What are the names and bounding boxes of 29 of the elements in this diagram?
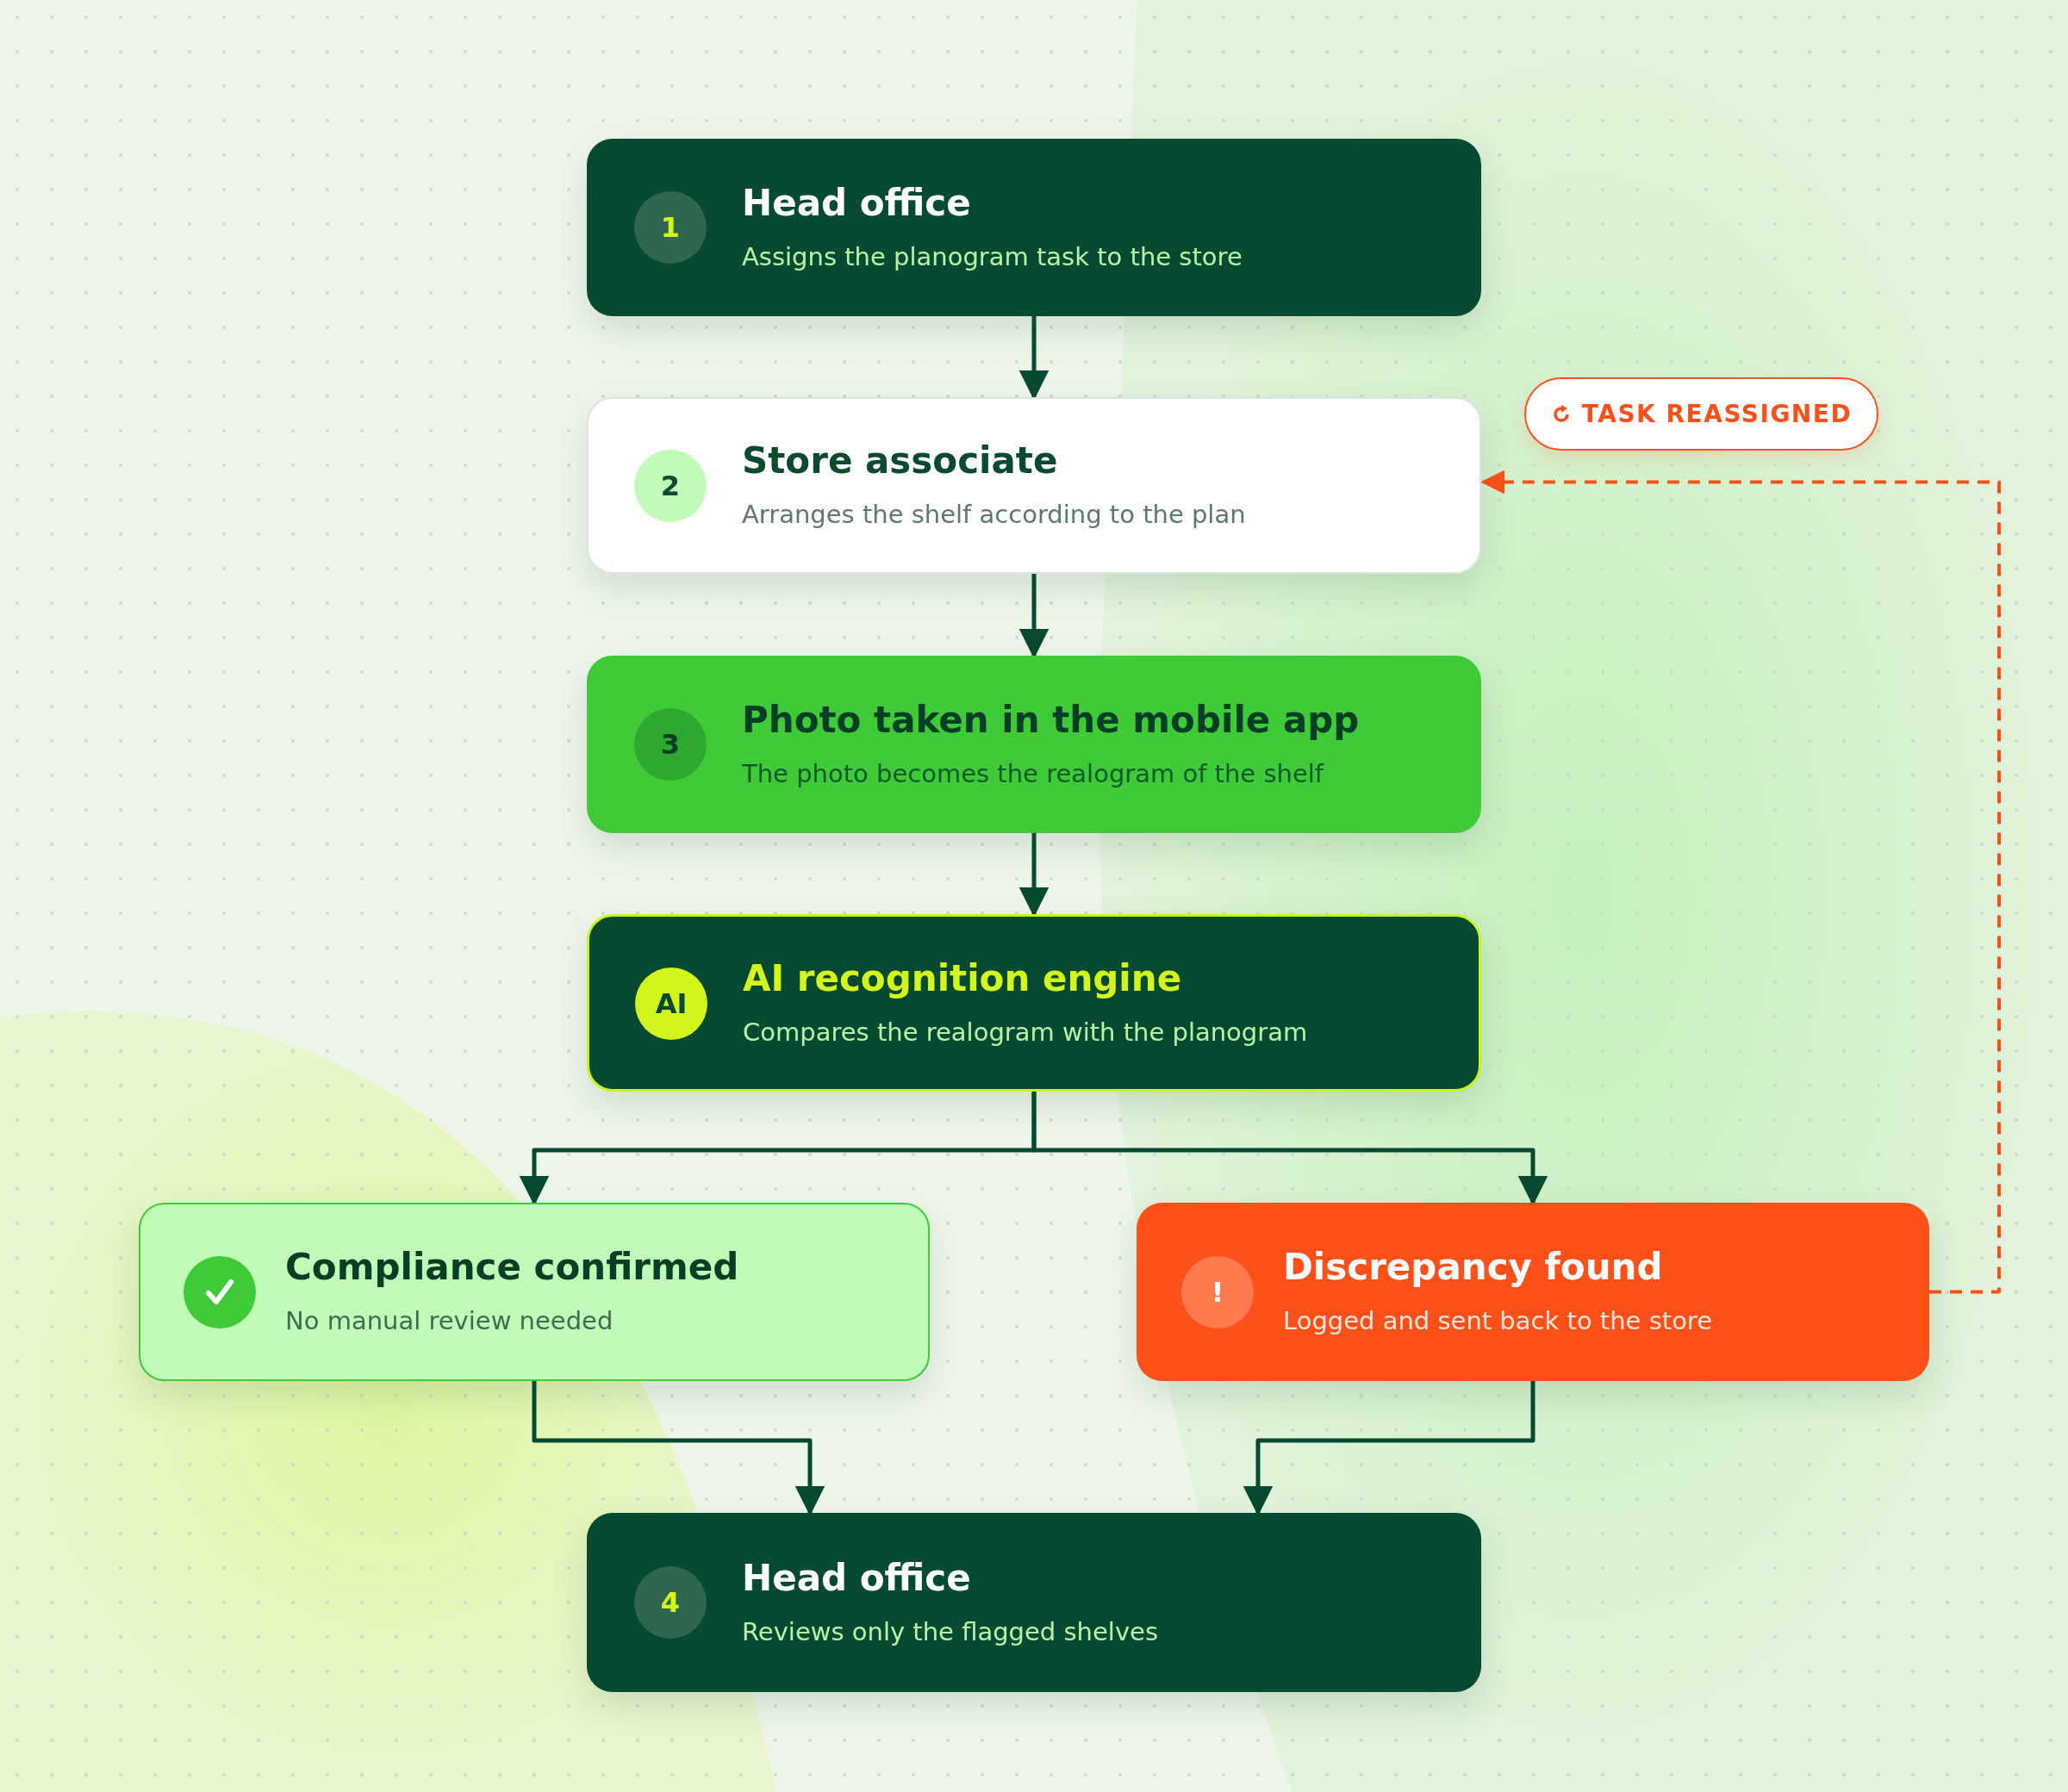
process-card: [1137, 1203, 1929, 1381]
node-title: Head office: [742, 183, 972, 223]
node-description: Arranges the shelf according to the plan: [742, 500, 1247, 530]
process-card: [587, 139, 1481, 316]
node-description: Reviews only the flagged shelves: [742, 1616, 1159, 1647]
step-number: 2: [634, 449, 707, 522]
node-title: Discrepancy found: [1283, 1248, 1664, 1288]
node-title: Compliance confirmed: [285, 1248, 740, 1288]
arrow: [1480, 470, 2001, 1294]
node-title: Photo taken in the mobile app: [742, 700, 1361, 740]
node-description: Compares the realogram with the planogram: [743, 1017, 1309, 1048]
process-card: [587, 914, 1481, 1092]
step-number: 4: [634, 1566, 707, 1639]
process-card: [587, 1513, 1481, 1692]
step-number: AI: [635, 968, 707, 1040]
node-title: AI recognition engine: [743, 958, 1183, 999]
edge-label: TASK REASSIGNED: [1581, 400, 1853, 428]
node-description: The photo becomes the realogram of the shelf: [742, 758, 1325, 789]
step-number: !: [1181, 1255, 1254, 1328]
step-number: 1: [634, 191, 707, 264]
node-title: Store associate: [742, 441, 1059, 482]
process-card: [139, 1203, 930, 1381]
node-description: Logged and sent back to the store: [1283, 1306, 1713, 1336]
node-description: Assigns the planogram task to the store: [742, 241, 1243, 272]
step-number: 3: [634, 708, 707, 781]
node-title: Head office: [742, 1558, 972, 1598]
process-card: [587, 397, 1481, 574]
node-description: No manual review needed: [285, 1306, 614, 1336]
process-card: [587, 656, 1481, 833]
